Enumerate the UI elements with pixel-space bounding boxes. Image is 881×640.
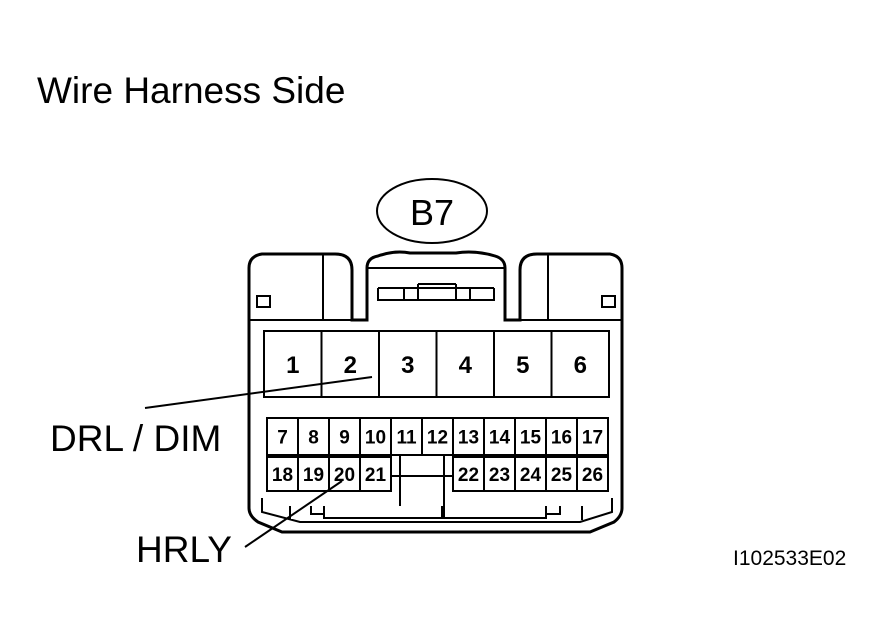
pin-20-label: 20 (334, 465, 355, 486)
pin-9-label: 9 (339, 428, 350, 449)
left-corner-tab (256, 295, 271, 308)
pin-10-label: 10 (365, 428, 386, 449)
pin-15-label: 15 (520, 428, 542, 449)
pin-17-label: 17 (582, 428, 603, 449)
pin-13-label: 13 (458, 428, 479, 449)
pin-2-label: 2 (344, 352, 357, 379)
pin-12-label: 12 (427, 428, 448, 449)
pin-1-label: 1 (286, 352, 299, 379)
pin-5-cell (493, 330, 553, 398)
pin-8-cell (297, 417, 330, 456)
pin-24-cell (514, 456, 547, 492)
bottom-rail (261, 498, 613, 523)
figure-code: I102533E02 (733, 547, 846, 570)
hrly-leader-line (244, 480, 343, 548)
pin-2-cell (320, 330, 380, 398)
pin-14-label: 14 (489, 428, 511, 449)
connector-id-label: B7 (410, 192, 454, 233)
pin-22-cell (452, 456, 485, 492)
connector-id-badge: B7 (376, 178, 488, 244)
pin-21-cell (359, 456, 392, 492)
pin-16-label: 16 (551, 428, 572, 449)
bottom-key-slot (391, 454, 452, 506)
pin-23-label: 23 (489, 465, 510, 486)
pin-5-label: 5 (516, 352, 529, 379)
pin-26-label: 26 (582, 465, 603, 486)
pin-4-label: 4 (459, 352, 473, 379)
pin-25-label: 25 (551, 465, 573, 486)
drl-dim-leader-line (144, 376, 373, 409)
pin-12-cell (421, 417, 454, 456)
pin-row-top: 1 2 3 4 5 6 (263, 330, 610, 398)
pin-9-cell (328, 417, 361, 456)
pin-row-bottom: 18 19 20 21 22 23 24 25 26 (266, 456, 609, 492)
pin-17-cell (576, 417, 609, 456)
pin-8-label: 8 (308, 428, 319, 449)
diagram-title: Wire Harness Side (37, 70, 345, 111)
pin-24-label: 24 (520, 465, 542, 486)
pin-26-cell (576, 456, 609, 492)
pin-19-label: 19 (303, 465, 324, 486)
pin-21-label: 21 (365, 465, 387, 486)
drl-dim-label: DRL / DIM (50, 418, 221, 459)
pin-10-cell (359, 417, 392, 456)
pin-3-label: 3 (401, 352, 414, 379)
top-latch (367, 267, 505, 301)
pin-6-label: 6 (574, 352, 587, 379)
pin-22-label: 22 (458, 465, 479, 486)
pin-11-label: 11 (396, 428, 417, 449)
pin-6-cell (550, 330, 610, 398)
pin-4-cell (435, 330, 495, 398)
pin-25-cell (545, 456, 578, 492)
connector-housing (247, 250, 624, 534)
hrly-label: HRLY (136, 529, 232, 570)
pin-7-label: 7 (277, 428, 288, 449)
right-corner-tab (601, 295, 616, 308)
pin-3-cell (378, 330, 438, 398)
badge-ellipse (376, 178, 488, 244)
pin-15-cell (514, 417, 547, 456)
pin-18-label: 18 (272, 465, 293, 486)
